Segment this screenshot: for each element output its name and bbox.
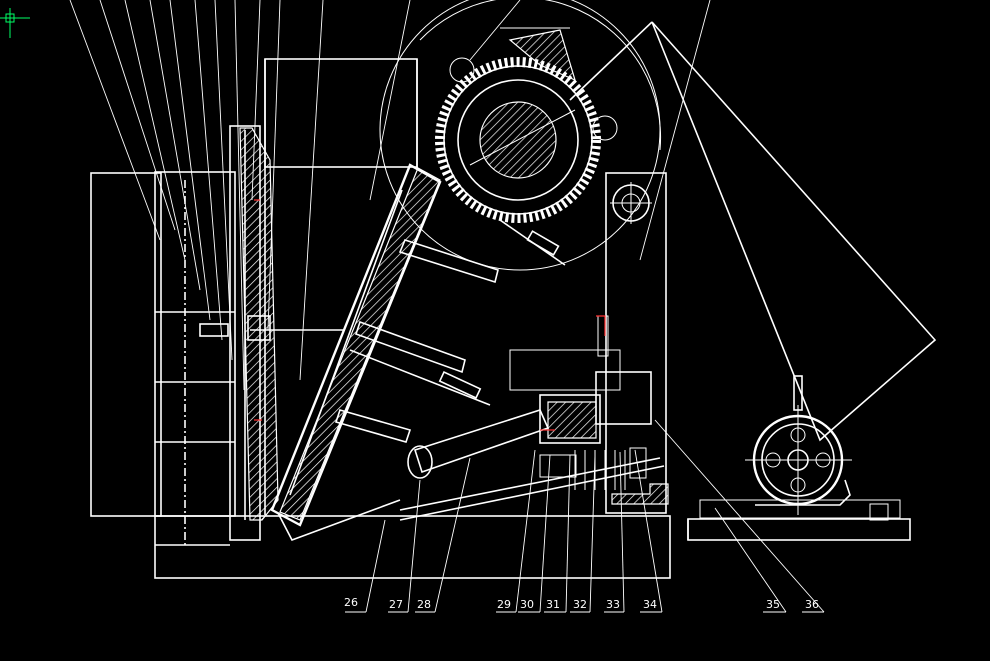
callout-26: 26 bbox=[344, 596, 358, 609]
callout-35: 35 bbox=[766, 598, 780, 611]
jaw-tie-rods bbox=[199, 199, 566, 443]
callout-30: 30 bbox=[520, 598, 534, 611]
part-callouts: 26 27 28 29 30 31 32 33 34 35 36 bbox=[344, 596, 819, 611]
electric-motor bbox=[699, 375, 901, 521]
bottom-leader-lines bbox=[345, 419, 825, 613]
crusher-frame bbox=[90, 58, 911, 579]
motor-belt-guard bbox=[569, 21, 937, 442]
eccentric-shaft-assembly bbox=[379, 0, 662, 271]
top-leader-lines bbox=[69, 0, 711, 391]
callout-29: 29 bbox=[497, 598, 511, 611]
callout-34: 34 bbox=[643, 598, 657, 611]
swing-jaw bbox=[270, 163, 442, 541]
callout-32: 32 bbox=[573, 598, 587, 611]
callout-28: 28 bbox=[417, 598, 431, 611]
fixed-jaw-plate bbox=[239, 127, 279, 521]
callout-27: 27 bbox=[389, 598, 403, 611]
toggle-mechanism bbox=[399, 315, 669, 521]
callout-33: 33 bbox=[606, 598, 620, 611]
callout-31: 31 bbox=[546, 598, 560, 611]
crosshair-cursor-icon bbox=[0, 8, 30, 38]
callout-36: 36 bbox=[805, 598, 819, 611]
